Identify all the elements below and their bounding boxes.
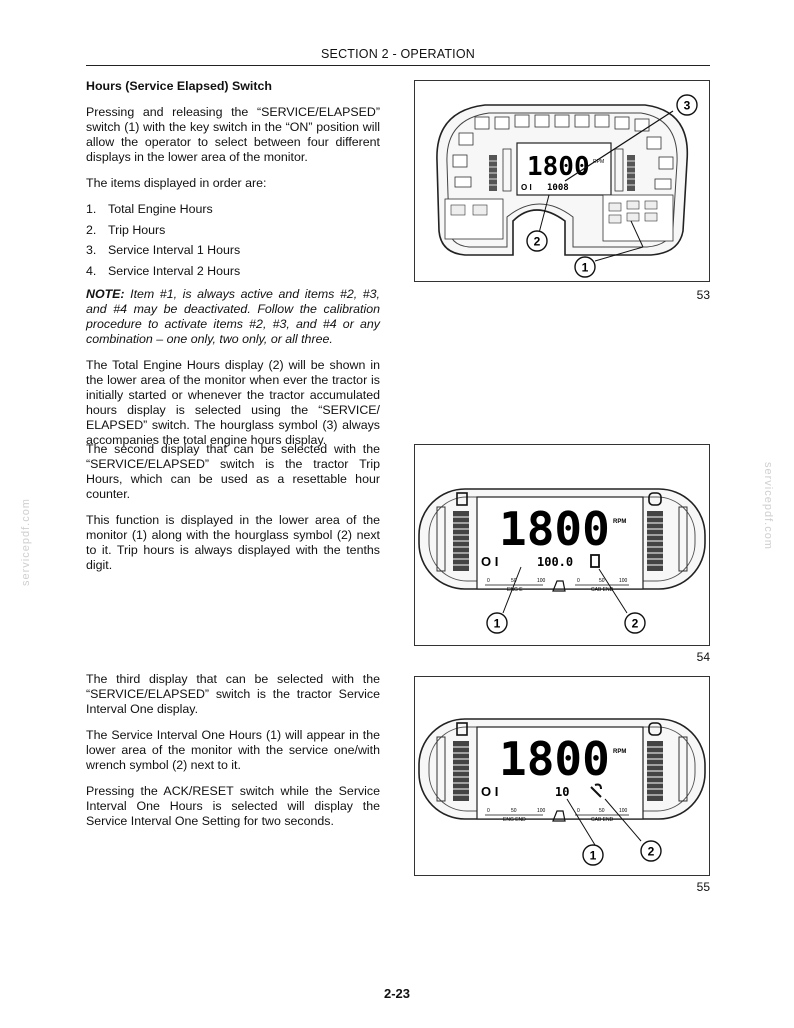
- rpm-readout: 1800: [499, 732, 610, 786]
- figure-number: 54: [696, 650, 710, 664]
- ack-reset-paragraph: Pressing the ACK/RESET switch while the …: [86, 784, 380, 828]
- callout-1: [574, 256, 596, 278]
- scale-tick-label: 0: [577, 808, 580, 814]
- scale-label: CAB END: [591, 817, 614, 823]
- callout-2: [526, 230, 548, 252]
- callout-label: 1: [494, 617, 501, 631]
- figure-54: 1800 RPM O I 100.0 0 50 100 0 50 100 ENG…: [414, 444, 710, 646]
- watermark-left: servicepdf.com: [20, 498, 32, 586]
- service-interval-paragraph: The third display that can be selected w…: [86, 672, 380, 716]
- scale-tick-label: 50: [599, 808, 605, 814]
- rpm-unit-label: RPM: [593, 159, 604, 165]
- page-number: 2-23: [383, 986, 411, 1001]
- scale-label: CAB END: [591, 587, 614, 593]
- hourglass-icon: [590, 554, 600, 568]
- trip-hours-detail-paragraph: This function is displayed in the lower …: [86, 513, 380, 572]
- header-rule: [86, 65, 710, 66]
- instrument-cluster-illustration: 1800 RPM O I 1008 3 2 1: [436, 94, 698, 278]
- tractor-icon: [552, 580, 566, 592]
- service-interval-detail-paragraph: The Service Interval One Hours (1) will …: [86, 728, 380, 772]
- lower-display-prefix: O I: [481, 784, 498, 799]
- figure-55: 1800 RPM O I 10 0 50 100 0 50 100 ENG EN…: [414, 676, 710, 876]
- list-intro: The items displayed in order are:: [86, 176, 267, 190]
- scale-tick-label: 0: [487, 808, 490, 814]
- callout-2: [624, 612, 646, 634]
- callout-1: [582, 844, 604, 866]
- callout-label: 1: [590, 849, 597, 863]
- scale-tick-label: 50: [511, 808, 517, 814]
- list-item-text: Service Interval 1 Hours: [108, 243, 241, 258]
- lower-display-prefix: O I: [481, 554, 498, 569]
- display-items-list: 1. Total Engine Hours 2. Trip Hours 3. Serv…: [86, 202, 380, 279]
- figure-number: 55: [696, 880, 710, 894]
- scale-tick-label: 100: [537, 808, 546, 814]
- callout-label: 2: [534, 235, 541, 249]
- callout-label: 2: [632, 617, 639, 631]
- lower-display-value: 100.0: [537, 555, 573, 569]
- note-text: Item #1, is always active and items #2, …: [86, 286, 380, 346]
- figure-number: 53: [696, 288, 710, 302]
- list-item-number: 2.: [86, 222, 97, 237]
- callout-label: 3: [684, 99, 691, 113]
- list-item-text: Total Engine Hours: [108, 202, 213, 216]
- scale-tick-label: 100: [619, 578, 628, 584]
- scale-tick-label: 100: [619, 808, 628, 814]
- temperature-icon: [648, 492, 662, 506]
- lcd-display-illustration: 1800 RPM O I 100.0 0 50 100 0 50 100 ENG…: [418, 488, 706, 634]
- wrench-icon: [590, 783, 602, 798]
- text-block-2: The second display that can be selected …: [86, 442, 380, 584]
- rpm-unit-label: RPM: [613, 519, 626, 525]
- scale-tick-label: 100: [537, 578, 546, 584]
- watermark-right: servicepdf.com: [762, 462, 774, 550]
- trip-hours-paragraph: The second display that can be selected …: [86, 442, 380, 501]
- callout-2: [640, 840, 662, 862]
- list-item: 1. Total Engine Hours: [86, 202, 380, 217]
- note-label: NOTE:: [86, 286, 125, 301]
- temperature-icon: [648, 722, 662, 736]
- section-header: SECTION 2 - OPERATION: [321, 47, 475, 61]
- scale-label: ENG E: [507, 587, 523, 593]
- list-item-number: 4.: [86, 263, 97, 278]
- list-item-text: Trip Hours: [108, 222, 166, 237]
- tractor-icon: [552, 810, 566, 822]
- list-item-number: 1.: [86, 202, 97, 216]
- scale-tick-label: 50: [599, 578, 605, 584]
- rpm-readout: 1800: [499, 502, 610, 556]
- lower-display-value: 10: [555, 785, 569, 799]
- scale-tick-label: 50: [511, 578, 517, 584]
- list-item-text: Service Interval 2 Hours: [108, 263, 241, 278]
- lcd-display-illustration: 1800 RPM O I 10 0 50 100 0 50 100 ENG EN…: [418, 718, 706, 866]
- note-paragraph: NOTE: Item #1, is always active and item…: [86, 287, 380, 347]
- callout-3: [676, 94, 698, 116]
- section-title: Hours (Service Elapsed) Switch: [86, 79, 272, 93]
- total-hours-paragraph: The Total Engine Hours display (2) will …: [86, 357, 380, 447]
- figure-53: 1800 RPM O I 1008 3 2 1: [414, 80, 710, 282]
- rpm-unit-label: RPM: [613, 749, 626, 755]
- rpm-readout: 1800: [527, 152, 590, 182]
- scale-label: ENG END: [503, 817, 526, 823]
- scale-tick-label: 0: [487, 578, 490, 584]
- text-block-3: The third display that can be selected w…: [86, 672, 380, 840]
- list-item: 2. Trip Hours: [86, 223, 380, 238]
- text-block-1: Hours (Service Elapsed) Switch Pressing …: [86, 79, 380, 459]
- lower-display-value: 1008: [547, 183, 569, 193]
- lower-display-prefix: O I: [521, 183, 532, 192]
- list-item: 3. Service Interval 1 Hours: [86, 243, 380, 258]
- scale-tick-label: 0: [577, 578, 580, 584]
- list-item-number: 3.: [86, 243, 97, 258]
- callout-label: 1: [582, 261, 589, 275]
- callout-1: [486, 612, 508, 634]
- intro-paragraph: Pressing and releasing the “SERVICE/ELAP…: [86, 105, 380, 164]
- list-item: 4. Service Interval 2 Hours: [86, 264, 380, 279]
- callout-label: 2: [648, 845, 655, 859]
- fuel-pump-icon: [456, 722, 468, 736]
- fuel-pump-icon: [456, 492, 468, 506]
